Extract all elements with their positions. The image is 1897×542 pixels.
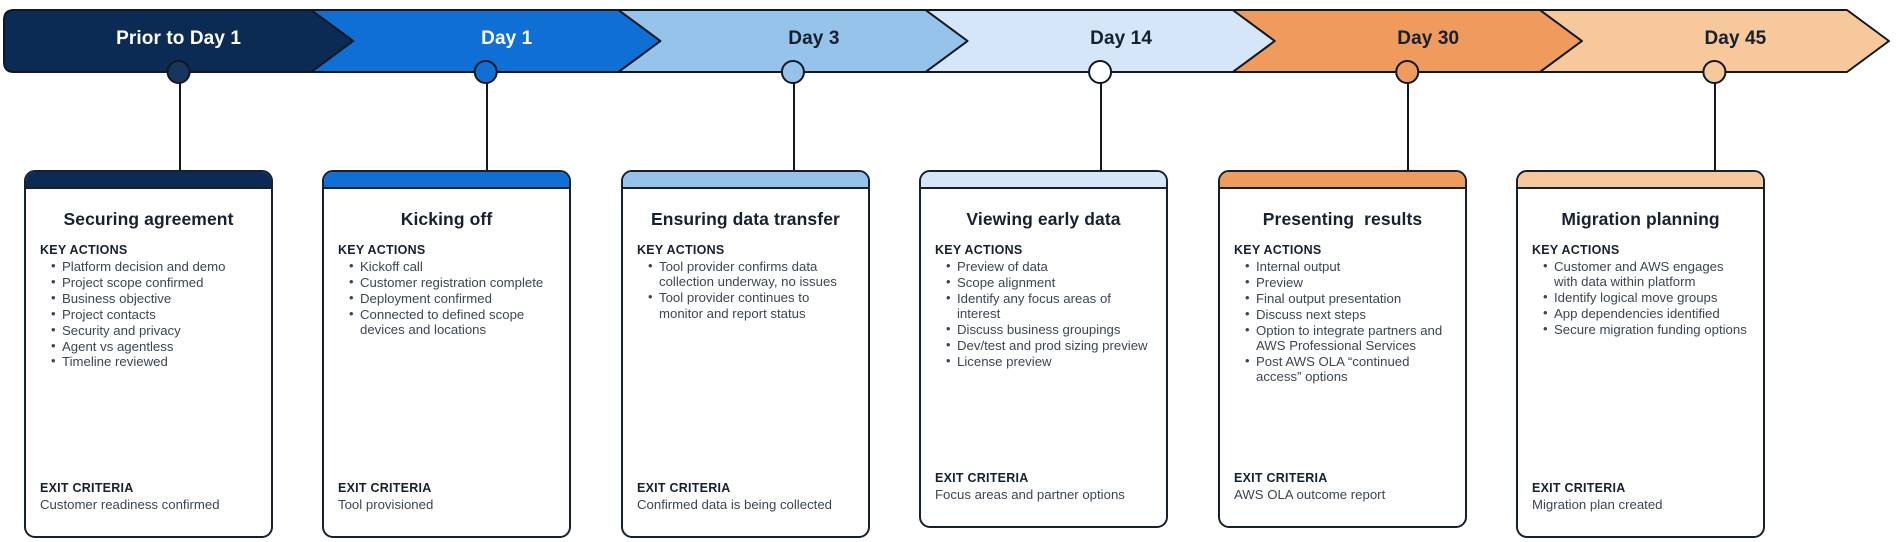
- card-title: Presenting results: [1262, 209, 1423, 229]
- connector-stem-4: [1100, 82, 1102, 170]
- key-action-item: Customer registration complete: [349, 274, 555, 290]
- timeline-milestone-marker[interactable]: [1395, 60, 1420, 84]
- timeline-milestone-marker[interactable]: [166, 60, 191, 84]
- key-action-item: App dependencies identified: [1543, 305, 1749, 321]
- key-actions-heading: KEY ACTIONS: [338, 243, 426, 257]
- key-action-item: Post AWS OLA “continued access” options: [1245, 353, 1451, 385]
- exit-criteria-heading: EXIT CRITERIA: [40, 480, 134, 495]
- key-actions-heading: KEY ACTIONS: [1234, 243, 1322, 257]
- key-actions-list: Customer and AWS engages with data withi…: [1532, 258, 1749, 338]
- key-action-item: Final output presentation: [1245, 290, 1451, 306]
- exit-criteria-heading: EXIT CRITERIA: [338, 480, 432, 495]
- key-action-item: Project scope confirmed: [51, 274, 257, 290]
- exit-criteria-heading: EXIT CRITERIA: [637, 480, 731, 495]
- key-action-item: Secure migration funding options: [1543, 321, 1749, 337]
- key-action-item: Scope alignment: [946, 274, 1152, 290]
- exit-criteria-text: Tool provisioned: [338, 496, 434, 512]
- key-action-item: Kickoff call: [349, 258, 555, 274]
- exit-criteria-text: Customer readiness confirmed: [40, 496, 220, 512]
- card-accent-bar: [623, 172, 868, 189]
- timeline-milestone-marker[interactable]: [780, 60, 805, 84]
- key-actions-heading: KEY ACTIONS: [637, 243, 725, 257]
- card-title: Migration planning: [1561, 209, 1720, 229]
- card-title: Ensuring data transfer: [651, 209, 840, 229]
- connector-stem-6: [1714, 82, 1716, 170]
- timeline-milestone-marker[interactable]: [1702, 60, 1727, 84]
- exit-criteria-text: Migration plan created: [1532, 496, 1663, 512]
- key-actions-heading: KEY ACTIONS: [935, 243, 1023, 257]
- card-accent-bar: [1518, 172, 1763, 189]
- key-action-item: Tool provider confirms data collection u…: [648, 258, 854, 290]
- exit-criteria-heading: EXIT CRITERIA: [935, 470, 1029, 485]
- key-action-item: Discuss business groupings: [946, 321, 1152, 337]
- card-title: Securing agreement: [63, 209, 234, 229]
- card-accent-bar: [1220, 172, 1465, 189]
- key-actions-list: Tool provider confirms data collection u…: [637, 258, 854, 321]
- key-action-item: Identify any focus areas of interest: [946, 290, 1152, 322]
- key-action-item: Customer and AWS engages with data withi…: [1543, 258, 1749, 290]
- timeline-phase-chevron[interactable]: [3, 9, 355, 73]
- key-actions-list: Kickoff callCustomer registration comple…: [338, 258, 555, 338]
- exit-criteria-text: AWS OLA outcome report: [1234, 486, 1386, 502]
- key-actions-list: Preview of dataScope alignmentIdentify a…: [935, 258, 1152, 369]
- key-action-item: Internal output: [1245, 258, 1451, 274]
- key-action-item: Connected to defined scope devices and l…: [349, 306, 555, 338]
- connector-stem-2: [486, 82, 488, 170]
- key-action-item: Platform decision and demo: [51, 258, 257, 274]
- timeline-milestone-marker[interactable]: [473, 60, 498, 84]
- exit-criteria-heading: EXIT CRITERIA: [1234, 470, 1328, 485]
- key-action-item: Dev/test and prod sizing preview: [946, 337, 1152, 353]
- key-action-item: Deployment confirmed: [349, 290, 555, 306]
- timeline-band-shapes: [3, 9, 1890, 84]
- key-action-item: Project contacts: [51, 306, 257, 322]
- card-accent-bar: [26, 172, 271, 189]
- timeline-milestone-marker[interactable]: [1088, 60, 1113, 84]
- key-action-item: Timeline reviewed: [51, 353, 257, 369]
- connector-stem-5: [1407, 82, 1409, 170]
- card-accent-bar: [324, 172, 569, 189]
- key-action-item: Option to integrate partners and AWS Pro…: [1245, 322, 1451, 354]
- key-action-item: Agent vs agentless: [51, 338, 257, 354]
- key-action-item: Discuss next steps: [1245, 306, 1451, 322]
- card-title: Viewing early data: [966, 209, 1121, 229]
- exit-criteria-text: Confirmed data is being collected: [637, 496, 832, 512]
- key-action-item: Business objective: [51, 290, 257, 306]
- connector-stem-3: [793, 82, 795, 170]
- key-actions-list: Internal outputPreviewFinal output prese…: [1234, 258, 1451, 385]
- key-action-item: License preview: [946, 353, 1152, 369]
- key-action-item: Preview of data: [946, 258, 1152, 274]
- key-action-item: Preview: [1245, 274, 1451, 290]
- key-action-item: Identify logical move groups: [1543, 289, 1749, 305]
- key-action-item: Security and privacy: [51, 322, 257, 338]
- connector-stem-1: [179, 82, 181, 170]
- key-actions-heading: KEY ACTIONS: [40, 243, 128, 257]
- key-actions-list: Platform decision and demoProject scope …: [40, 258, 257, 370]
- exit-criteria-heading: EXIT CRITERIA: [1532, 480, 1626, 495]
- card-title: Kicking off: [400, 209, 493, 229]
- exit-criteria-text: Focus areas and partner options: [935, 486, 1125, 502]
- key-action-item: Tool provider continues to monitor and r…: [648, 289, 854, 321]
- card-accent-bar: [921, 172, 1166, 189]
- key-actions-heading: KEY ACTIONS: [1532, 243, 1620, 257]
